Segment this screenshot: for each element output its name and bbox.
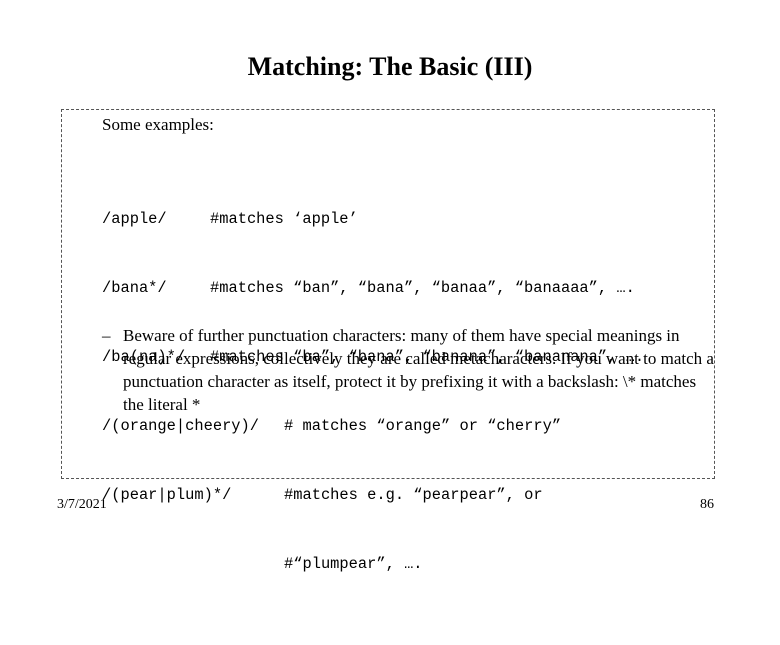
regex-pattern: /(orange|cheery)/ xyxy=(102,417,260,435)
slide-date: 3/7/2021 xyxy=(57,497,107,512)
example-row: #“plumpear”, …. xyxy=(102,553,423,576)
regex-pattern: /(pear|plum)*/ xyxy=(102,486,232,504)
example-row: /(orange|cheery)/ # matches “orange” or … xyxy=(102,415,561,438)
example-row: /apple/ #matches ‘apple’ xyxy=(102,208,358,231)
example-row: /(pear|plum)*/ #matches e.g. “pearpear”,… xyxy=(102,484,543,507)
match-description: #matches “ba”, “bana”, “banana”, “banana… xyxy=(210,348,645,366)
example-row: /ba(na)*/ #matches “ba”, “bana”, “banana… xyxy=(102,346,644,369)
match-description: # matches “orange” or “cherry” xyxy=(284,417,562,435)
intro-text: Some examples: xyxy=(102,115,214,134)
bullet-dash: – xyxy=(102,326,111,345)
regex-pattern: /bana*/ xyxy=(102,279,167,297)
page-number: 86 xyxy=(700,497,714,512)
match-description: #matches e.g. “pearpear”, or xyxy=(284,486,543,504)
example-row: /bana*/ #matches “ban”, “bana”, “banaa”,… xyxy=(102,277,635,300)
match-description: #matches “ban”, “bana”, “banaa”, “banaaa… xyxy=(210,279,635,297)
bullet-text: Beware of further punctuation characters… xyxy=(123,326,714,414)
match-description: #matches ‘apple’ xyxy=(210,210,358,228)
regex-pattern: /ba(na)*/ xyxy=(102,348,186,366)
slide-title: Matching: The Basic (III) xyxy=(247,52,533,81)
content-frame xyxy=(61,109,715,479)
match-description: #“plumpear”, …. xyxy=(284,555,423,573)
regex-pattern: /apple/ xyxy=(102,210,167,228)
